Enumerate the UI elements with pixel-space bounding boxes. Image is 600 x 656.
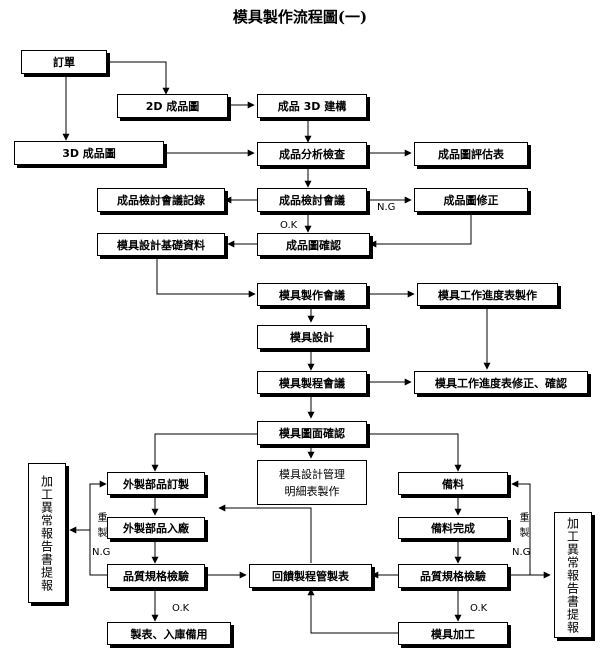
label-ok-review: O.K bbox=[280, 220, 298, 231]
node-ext-order: 外製部品訂製 bbox=[107, 472, 205, 495]
label-ng-review: N.G bbox=[377, 202, 396, 213]
node-mold-design: 模具設計 bbox=[257, 325, 367, 349]
node-evaluation: 成品圖評估表 bbox=[414, 142, 528, 166]
node-review-meeting: 成品檢討會議 bbox=[257, 188, 367, 212]
node-exception-left: 加工異常報告書提報 bbox=[28, 463, 66, 603]
node-process-meeting: 模具製程會議 bbox=[257, 371, 367, 394]
arrow-feedback-ext bbox=[218, 504, 312, 563]
node-analysis: 成品分析檢查 bbox=[257, 142, 367, 166]
node-material: 備料 bbox=[398, 472, 508, 495]
arrow-revise-confirm bbox=[369, 212, 472, 248]
node-mold-meeting: 模具製作會議 bbox=[257, 283, 367, 306]
design-mgmt-line2: 明細表製作 bbox=[284, 484, 340, 498]
label-ng-right: N.G bbox=[512, 547, 531, 558]
node-order: 訂單 bbox=[21, 50, 107, 74]
node-ext-receive: 外製部品入廠 bbox=[107, 517, 205, 539]
node-review-record: 成品檢討會議記錄 bbox=[97, 188, 225, 212]
arrow-basis-moldmeeting bbox=[156, 256, 256, 298]
arrow-machining-feedback bbox=[307, 588, 398, 634]
label-ok-left: O.K bbox=[172, 603, 190, 614]
node-drawing-check: 模具圖面確認 bbox=[257, 421, 367, 445]
node-machining: 模具加工 bbox=[398, 622, 508, 645]
node-schedule-make: 模具工作進度表製作 bbox=[417, 283, 558, 306]
arrow-order-2d bbox=[107, 61, 170, 95]
node-modeling-3d: 成品 3D 建構 bbox=[257, 94, 367, 118]
node-design-basis: 模具設計基礎資料 bbox=[97, 233, 225, 256]
node-drawing-confirm: 成品圖確認 bbox=[257, 233, 370, 256]
node-drawing-2d: 2D 成品圖 bbox=[117, 94, 228, 118]
label-ng-left: N.G bbox=[92, 547, 111, 558]
node-exception-right: 加工異常報告書提報 bbox=[554, 512, 592, 638]
node-schedule-revise: 模具工作進度表修正、確認 bbox=[414, 371, 588, 394]
node-design-mgmt: 模具設計管理 明細表製作 bbox=[257, 460, 367, 505]
node-report-store: 製表、入庫備用 bbox=[107, 622, 231, 645]
node-drawing-revise: 成品圖修正 bbox=[414, 188, 528, 212]
design-mgmt-line1: 模具設計管理 bbox=[279, 467, 345, 481]
label-redo-right: 重製 bbox=[517, 512, 528, 542]
page-title: 模具製作流程圖(一) bbox=[232, 8, 368, 26]
node-drawing-3d: 3D 成品圖 bbox=[14, 141, 164, 165]
node-quality-right: 品質規格檢驗 bbox=[398, 564, 508, 588]
label-ok-right: O.K bbox=[470, 603, 488, 614]
node-quality-left: 品質規格檢驗 bbox=[107, 564, 205, 588]
node-material-done: 備料完成 bbox=[398, 517, 508, 539]
node-feedback: 回饋製程管製表 bbox=[249, 564, 372, 588]
label-redo-left: 重製 bbox=[95, 512, 106, 542]
